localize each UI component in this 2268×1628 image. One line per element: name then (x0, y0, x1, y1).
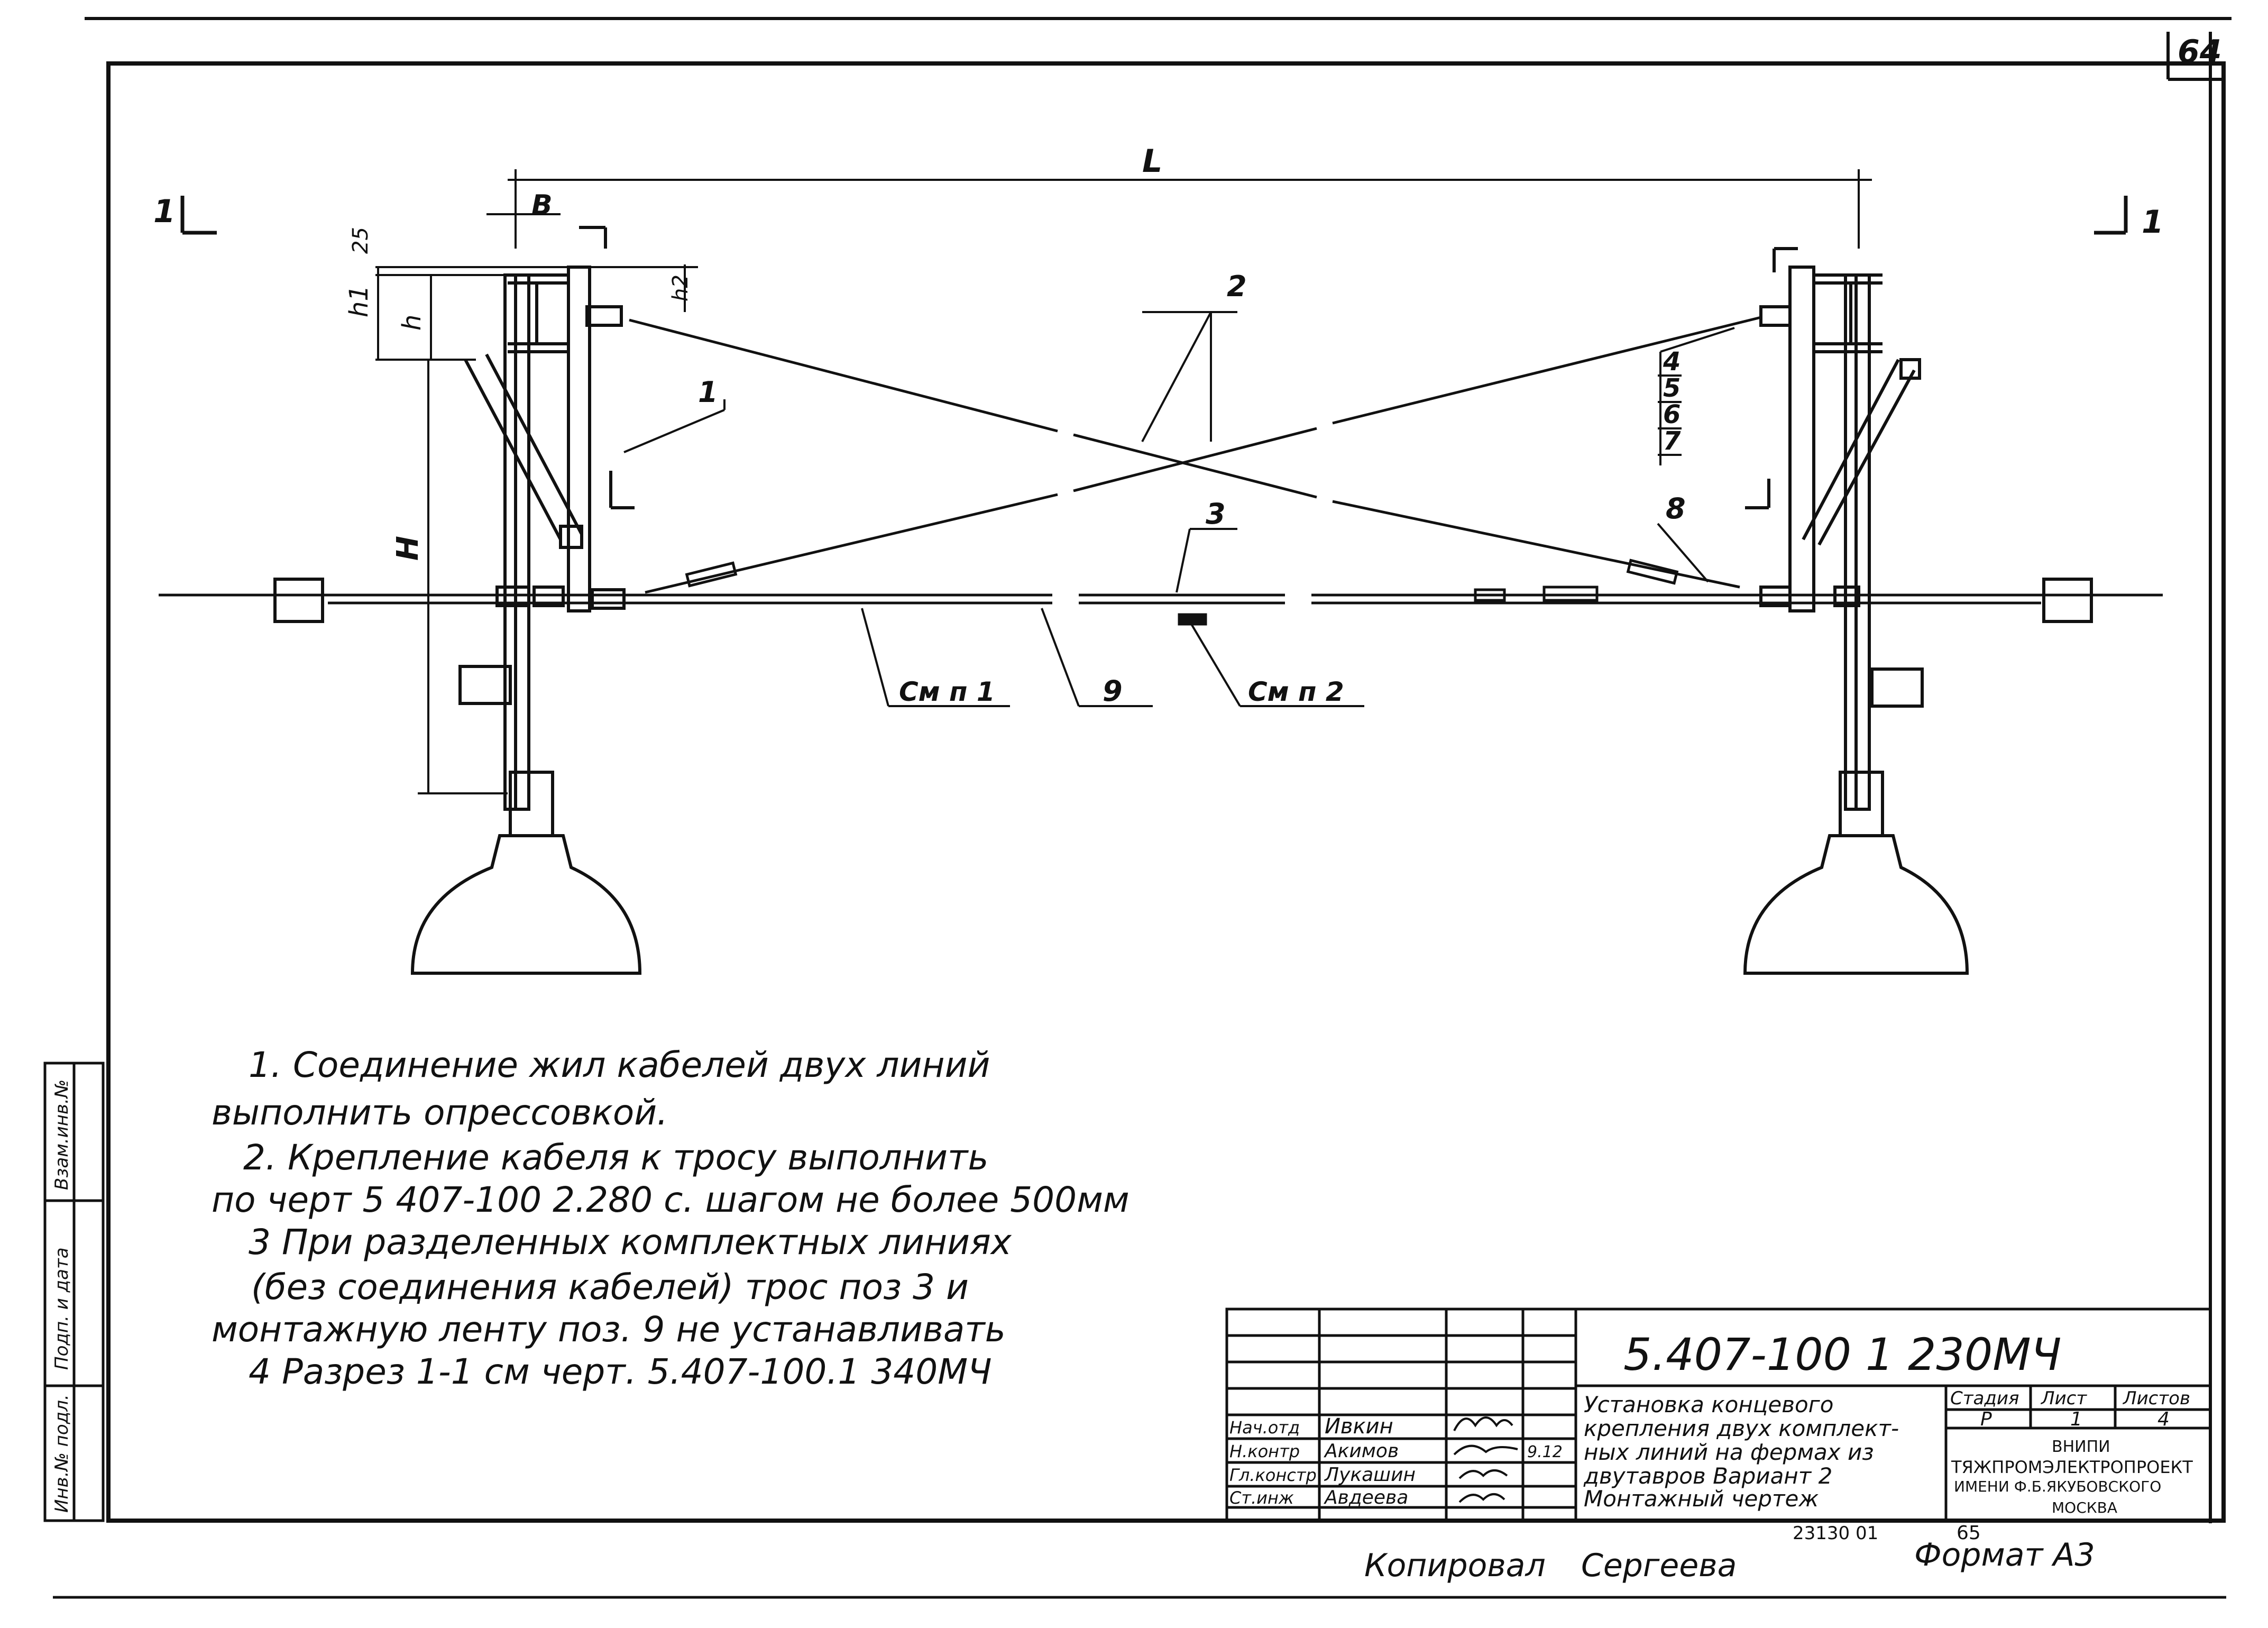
title-block-frame (1225, 1307, 2212, 1522)
dim-label-b: B (531, 189, 553, 221)
cables (159, 316, 2163, 626)
callout-leaders (623, 311, 1735, 707)
stamp-vzam: Взам.инв.№ (51, 1080, 72, 1190)
section-mark-right (2094, 196, 2128, 235)
callout-3: 3 (1206, 497, 1226, 531)
desc-line-2: крепления двух комплект- (1584, 1415, 1899, 1441)
stamp-podp: Подп. и дата (51, 1247, 72, 1370)
name-2: Акимов (1324, 1440, 1399, 1462)
callout-2: 2 (1227, 270, 1247, 303)
stage-header: Стадия (1950, 1388, 2019, 1409)
right-truss (1743, 247, 2093, 975)
role-1: Нач.отд (1229, 1417, 1300, 1438)
name-4: Авдеева (1324, 1487, 1408, 1508)
callout-5: 5 (1663, 373, 1681, 403)
dim-label-h1: h1 (344, 285, 374, 317)
section-label-right: 1 (2142, 204, 2164, 241)
stage-value: Р (1980, 1409, 1992, 1430)
note-line-8: 4 Разрез 1-1 см черт. 5.407-100.1 340МЧ (249, 1351, 992, 1392)
signatures (1453, 1416, 1518, 1503)
dim-label-H: H (391, 536, 425, 561)
desc-line-5: Монтажный чертеж (1584, 1486, 1819, 1512)
side-stamp (43, 1062, 105, 1522)
callout-7: 7 (1663, 426, 1681, 456)
section-label-left: 1 (153, 193, 176, 230)
sheet-header: Лист (2040, 1388, 2087, 1409)
dim-label-h2: h2 (668, 275, 693, 301)
date: 9.12 (1527, 1443, 1563, 1461)
note-line-2: выполнить опрессовкой. (212, 1092, 668, 1133)
dim-label-h: h (397, 315, 427, 331)
footer-copied: Копировал (1364, 1547, 1546, 1584)
callout-4: 4 (1663, 347, 1681, 377)
sheet-number: 64 (2178, 33, 2222, 70)
footer-format: Формат А3 (1914, 1536, 2095, 1574)
org-3: ИМЕНИ Ф.Б.ЯКУБОВСКОГО (1954, 1478, 2161, 1495)
desc-line-4: двутавров Вариант 2 (1583, 1463, 1832, 1489)
note-line-4: по черт 5 407-100 2.280 с. шагом не боле… (212, 1179, 1130, 1220)
frame (53, 17, 2232, 1599)
org-2: ТЯЖПРОМЭЛЕКТРОПРОЕКТ (1951, 1457, 2193, 1477)
bottom-left-number: 23130 01 (1793, 1523, 1878, 1544)
left-truss (273, 226, 642, 975)
sheet-value: 1 (2070, 1409, 2082, 1430)
note-line-3: 2. Крепление кабеля к тросу выполнить (243, 1137, 989, 1178)
section-mark-left (180, 196, 217, 235)
bottom-right-number: 65 (1957, 1522, 1981, 1544)
desc-line-3: ных линий на фермах из (1584, 1439, 1874, 1465)
note-line-5: 3 При разделенных комплектных линиях (249, 1222, 1012, 1263)
dimension-L (508, 169, 1872, 249)
dim-label-25: 25 (348, 227, 373, 254)
callout-8: 8 (1666, 492, 1686, 525)
role-2: Н.контр (1229, 1441, 1300, 1461)
callout-6: 6 (1663, 400, 1681, 429)
note-line-6: (без соединения кабелей) трос поз 3 и (251, 1267, 969, 1307)
label-L: L (1142, 143, 1162, 180)
role-4: Ст.инж (1229, 1488, 1294, 1508)
stamp-inv: Инв.№ подл. (51, 1394, 72, 1513)
callout-9: 9 (1103, 674, 1123, 708)
see-note-2: См п 2 (1248, 676, 1344, 707)
see-note-1: См п 1 (899, 676, 995, 707)
org-1: ВНИПИ (2052, 1438, 2110, 1456)
role-3: Гл.констр (1229, 1465, 1317, 1485)
left-dimensions (375, 213, 698, 794)
desc-line-1: Установка концевого (1584, 1392, 1833, 1417)
name-1: Ивкин (1325, 1414, 1393, 1439)
footer-copier: Сергеева (1581, 1547, 1737, 1584)
note-line-7: монтажную ленту поз. 9 не устанавливать (212, 1309, 1006, 1350)
org-4: МОСКВА (2052, 1499, 2117, 1516)
name-3: Лукашин (1324, 1464, 1416, 1486)
callout-1: 1 (698, 376, 718, 409)
sheets-header: Листов (2122, 1388, 2190, 1409)
sheets-value: 4 (2157, 1409, 2170, 1430)
title-code: 5.407-100 1 230МЧ (1623, 1329, 2061, 1380)
note-line-1: 1. Соединение жил кабелей двух линий (249, 1045, 990, 1085)
